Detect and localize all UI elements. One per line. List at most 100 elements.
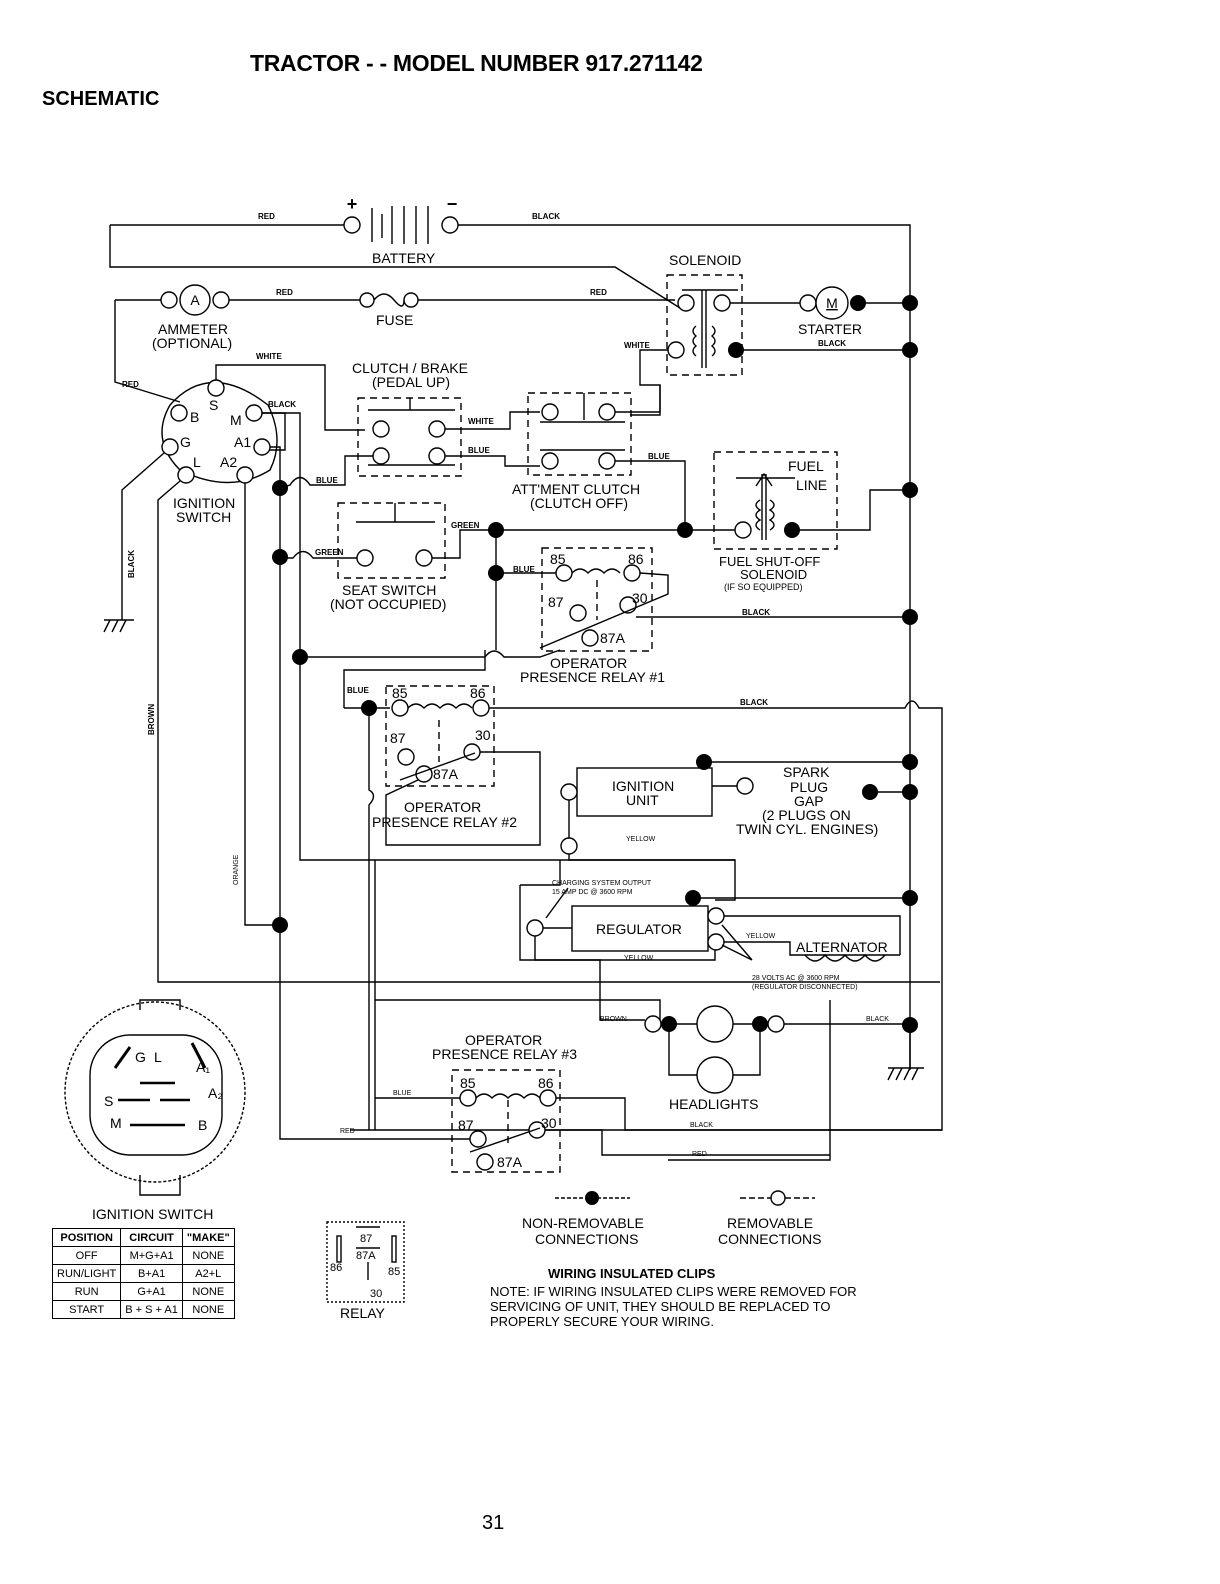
fuel-solenoid-label-2: SOLENOID [740, 567, 807, 582]
wire-label-red: RED [590, 288, 607, 297]
cell: A2+L [181, 1264, 235, 1283]
ammeter-label: AMMETER [158, 321, 228, 337]
starter-label: STARTER [798, 321, 862, 337]
pin-87a: 87A [600, 630, 626, 646]
wire-label-white: WHITE [624, 341, 650, 350]
charging-note: CHARGING SYSTEM OUTPUT [552, 880, 652, 887]
pin-30: 30 [632, 590, 648, 606]
ground-bus-junctions [887, 295, 924, 1081]
terminal-b: B [190, 409, 199, 425]
terminal-a2: A2 [220, 454, 237, 470]
ammeter: A AMMETER (OPTIONAL) RED [114, 284, 232, 403]
wire-label-yellow: YELLOW [746, 933, 776, 940]
section-title: SCHEMATIC [42, 88, 160, 110]
wire-label-red: RED [340, 1128, 355, 1135]
solenoid: SOLENOID WHITE BLACK [624, 252, 910, 416]
battery-minus: − [447, 194, 458, 214]
attment-clutch-note: (CLUTCH OFF) [530, 495, 628, 511]
ignition-unit-label: IGNITION [612, 778, 674, 794]
clutch-brake-switch: CLUTCH / BRAKE (PEDAL UP) WHITE BLUE BLU… [279, 360, 540, 489]
clutch-brake-label: CLUTCH / BRAKE [352, 360, 468, 376]
table-row: RUN/LIGHT B+A1 A2+L [51, 1264, 235, 1283]
relay-legend-label: RELAY [340, 1305, 386, 1321]
relay-30: 30 [370, 1288, 382, 1300]
face-g: G [135, 1049, 146, 1065]
page-number: 31 [482, 1512, 505, 1534]
pin-30: 30 [475, 727, 491, 743]
note-line-3: PROPERLY SECURE YOUR WIRING. [490, 1314, 714, 1329]
spark-label: SPARK [783, 764, 830, 780]
seat-switch: SEAT SWITCH (NOT OCCUPIED) GREEN GREEN [280, 502, 497, 612]
wire-label-red: RED [276, 288, 293, 297]
wire-label-black: BLACK [818, 339, 846, 348]
wire-label-black: BLACK [268, 400, 296, 409]
wire-label-green: GREEN [451, 521, 480, 530]
regulator-label: REGULATOR [596, 921, 682, 937]
removable-label: REMOVABLE [727, 1215, 813, 1231]
terminal-g: G [180, 434, 191, 450]
non-removable-label-2: CONNECTIONS [535, 1231, 638, 1247]
pin-86: 86 [538, 1075, 554, 1091]
cell: RUN [51, 1282, 122, 1301]
battery-plus: + [347, 194, 358, 214]
fuel-solenoid-note: (IF SO EQUIPPED) [724, 582, 803, 592]
pin-87: 87 [548, 594, 564, 610]
pin-86: 86 [628, 551, 644, 567]
relay-85: 85 [388, 1266, 400, 1278]
relay-87a: 87A [356, 1250, 376, 1262]
wire-label-red: RED [122, 380, 139, 389]
wire-label-black: BLACK [127, 550, 136, 578]
ignition-switch-table: POSITION CIRCUIT "MAKE" OFF M+G+A1 NONE … [51, 1228, 235, 1319]
face-s: S [104, 1093, 113, 1109]
pin-87: 87 [390, 730, 406, 746]
pin-87a: 87A [497, 1154, 523, 1170]
pin-87: 87 [458, 1117, 474, 1133]
wire-label-red: RED [258, 212, 275, 221]
face-b: B [198, 1117, 207, 1133]
note-line-2: SERVICING OF UNIT, THEY SHOULD BE REPLAC… [490, 1299, 831, 1314]
cell: B + S + A1 [120, 1300, 183, 1319]
terminal-a1: A1 [234, 434, 251, 450]
wire-label-white: WHITE [256, 352, 282, 361]
cell: B+A1 [120, 1264, 183, 1283]
clips-title: WIRING INSULATED CLIPS [548, 1266, 716, 1281]
cell: NONE [181, 1300, 235, 1319]
table-row: START B + S + A1 NONE [51, 1300, 235, 1319]
fuse-label: FUSE [376, 312, 413, 328]
relay2-label: OPERATOR [404, 799, 481, 815]
table-row: RUN G+A1 NONE [51, 1282, 235, 1301]
face-l: L [154, 1049, 162, 1065]
relay-87: 87 [360, 1233, 372, 1245]
wire-label-yellow: YELLOW [624, 955, 654, 962]
ignition-switch-face: G L A₁ A₂ S M B IGNITION SWITCH [64, 999, 246, 1222]
wire-label-white: WHITE [468, 417, 494, 426]
fuel-solenoid-label: FUEL SHUT-OFF [719, 554, 820, 569]
spark-label-3: GAP [794, 793, 824, 809]
ignition-unit-label-2: UNIT [626, 792, 659, 808]
relay-86: 86 [330, 1262, 342, 1274]
wire-label-blue: BLUE [316, 476, 338, 485]
wire-label-blue: BLUE [513, 565, 535, 574]
cell: START [51, 1300, 122, 1319]
cell: M+G+A1 [120, 1246, 183, 1265]
cell: NONE [181, 1282, 235, 1301]
attment-clutch-label: ATT'MENT CLUTCH [512, 481, 640, 497]
cell: RUN/LIGHT [51, 1264, 122, 1283]
starter: M STARTER [730, 286, 910, 337]
table-row: OFF M+G+A1 NONE [51, 1246, 235, 1265]
fuse: FUSE RED RED [229, 288, 675, 328]
spark-label-5: TWIN CYL. ENGINES) [736, 821, 878, 837]
wire-label-black: BLACK [532, 212, 560, 221]
wire-label-black: BLACK [742, 608, 770, 617]
spark-label-4: (2 PLUGS ON [762, 807, 851, 823]
wire-label-brown: BROWN [147, 704, 156, 735]
attachment-clutch-switch: ATT'MENT CLUTCH (CLUTCH OFF) BLUE [512, 385, 686, 530]
note-line-1: NOTE: IF WIRING INSULATED CLIPS WERE REM… [490, 1284, 857, 1299]
relay-legend: 87 87A 86 85 30 RELAY [326, 1221, 405, 1321]
pin-85: 85 [392, 685, 408, 701]
cell: OFF [51, 1246, 122, 1265]
solenoid-label: SOLENOID [669, 252, 741, 268]
ammeter-symbol: A [190, 292, 200, 308]
clutch-brake-note: (PEDAL UP) [372, 374, 450, 390]
